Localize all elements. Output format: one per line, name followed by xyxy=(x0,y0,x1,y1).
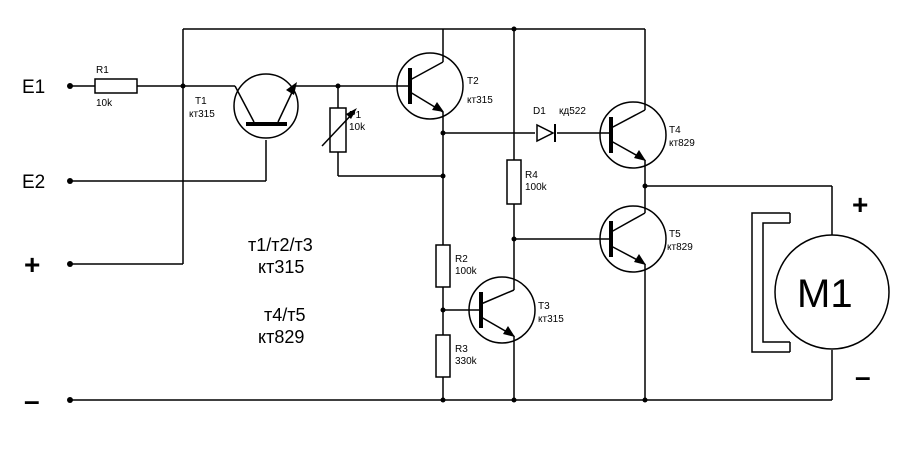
r3-value: 330k xyxy=(455,356,478,367)
t5-type: кт829 xyxy=(667,242,693,253)
t3-name: T3 xyxy=(538,301,550,312)
motor-label: M1 xyxy=(797,272,853,316)
p1-value: 10k xyxy=(349,122,366,133)
transistor-t4: T4 кт829 xyxy=(599,101,695,169)
transistor-t1: T1 кт315 xyxy=(189,73,299,139)
terminal-minus: – xyxy=(24,385,73,416)
d1-name: D1 xyxy=(533,106,546,117)
resistor-r1: R1 10k xyxy=(94,65,138,109)
r2-name: R2 xyxy=(455,254,468,265)
r3-name: R3 xyxy=(455,344,468,355)
terminal-plus-label: + xyxy=(24,249,40,280)
t1-name: T1 xyxy=(195,96,207,107)
r1-name: R1 xyxy=(96,65,109,76)
motor-minus: – xyxy=(855,361,871,392)
transistor-t5: T5 кт829 xyxy=(599,205,693,273)
t3-type: кт315 xyxy=(538,314,564,325)
t4-name: T4 xyxy=(669,125,681,136)
note-line-2: кт315 xyxy=(258,257,304,277)
t4-type: кт829 xyxy=(669,138,695,149)
junctions xyxy=(180,26,648,403)
r4-name: R4 xyxy=(525,170,538,181)
d1-type: кд522 xyxy=(559,106,586,117)
note-line-4: кт829 xyxy=(258,327,304,347)
r2-value: 100k xyxy=(455,266,478,277)
notes: т1/т2/т3 кт315 т4/т5 кт829 xyxy=(248,235,313,347)
terminal-e1-label: E1 xyxy=(22,77,45,98)
note-line-1: т1/т2/т3 xyxy=(248,235,313,255)
terminal-minus-label: – xyxy=(24,385,40,416)
terminal-e2: E2 xyxy=(22,172,73,193)
t2-type: кт315 xyxy=(467,95,493,106)
potentiometer-p1: P1 10k xyxy=(321,107,366,153)
note-line-3: т4/т5 xyxy=(264,305,306,325)
t2-name: T2 xyxy=(467,76,479,87)
motor-m1: M1 + – xyxy=(751,189,890,392)
terminal-e1: E1 xyxy=(22,77,73,98)
t5-name: T5 xyxy=(669,229,681,240)
t1-type: кт315 xyxy=(189,109,215,120)
resistor-r4: R4 100k xyxy=(506,159,548,205)
p1-name: P1 xyxy=(349,110,362,121)
r4-value: 100k xyxy=(525,182,548,193)
transistor-t2: T2 кт315 xyxy=(396,52,493,120)
motor-plus: + xyxy=(852,189,868,220)
terminal-e2-label: E2 xyxy=(22,172,45,193)
terminal-plus: + xyxy=(24,249,73,280)
r1-value: 10k xyxy=(96,98,113,109)
transistor-t3: T3 кт315 xyxy=(468,276,564,344)
resistor-r2: R2 100k xyxy=(435,244,478,288)
resistor-r3: R3 330k xyxy=(435,334,478,378)
diode-d1: D1 кд522 xyxy=(533,106,586,143)
